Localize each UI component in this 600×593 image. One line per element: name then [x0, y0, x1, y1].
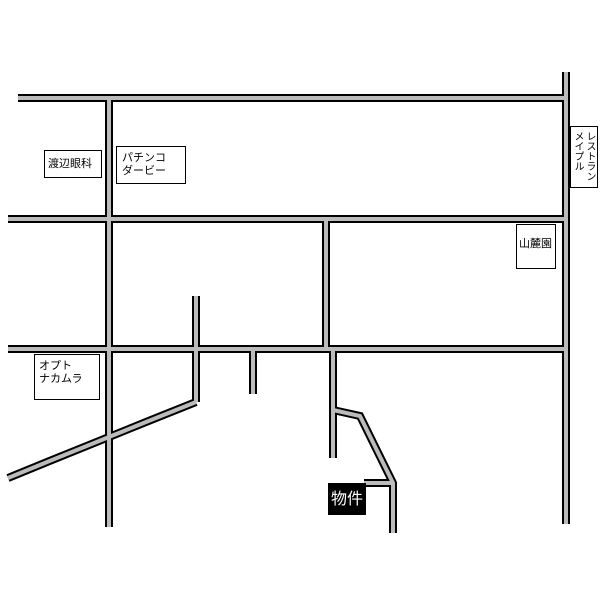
sanrokuen-label: 山麓園 [516, 224, 556, 269]
winding-road [332, 408, 395, 533]
pachinko-derby-label: パチンコ ダービー [116, 146, 186, 184]
property-marker: 物件 [328, 483, 366, 515]
pachinko-line1: パチンコ [122, 151, 166, 164]
restaurant-line1: レストラン [584, 131, 595, 181]
opt-line2: ナカムラ [39, 372, 83, 385]
diagonal-road [7, 400, 197, 480]
sanrokuen-text: 山麓園 [519, 237, 552, 250]
opt-nakamura-label: オプト ナカムラ [34, 354, 100, 400]
property-text: 物件 [330, 489, 363, 508]
opt-line1: オプト [39, 359, 72, 372]
pachinko-line2: ダービー [122, 164, 166, 177]
watanabe-clinic-text: 渡辺眼科 [48, 157, 92, 170]
restaurant-line2: メイプル [572, 131, 583, 171]
watanabe-clinic-label: 渡辺眼科 [44, 150, 102, 178]
restaurant-maple-label: レストラン メイプル [570, 126, 598, 188]
